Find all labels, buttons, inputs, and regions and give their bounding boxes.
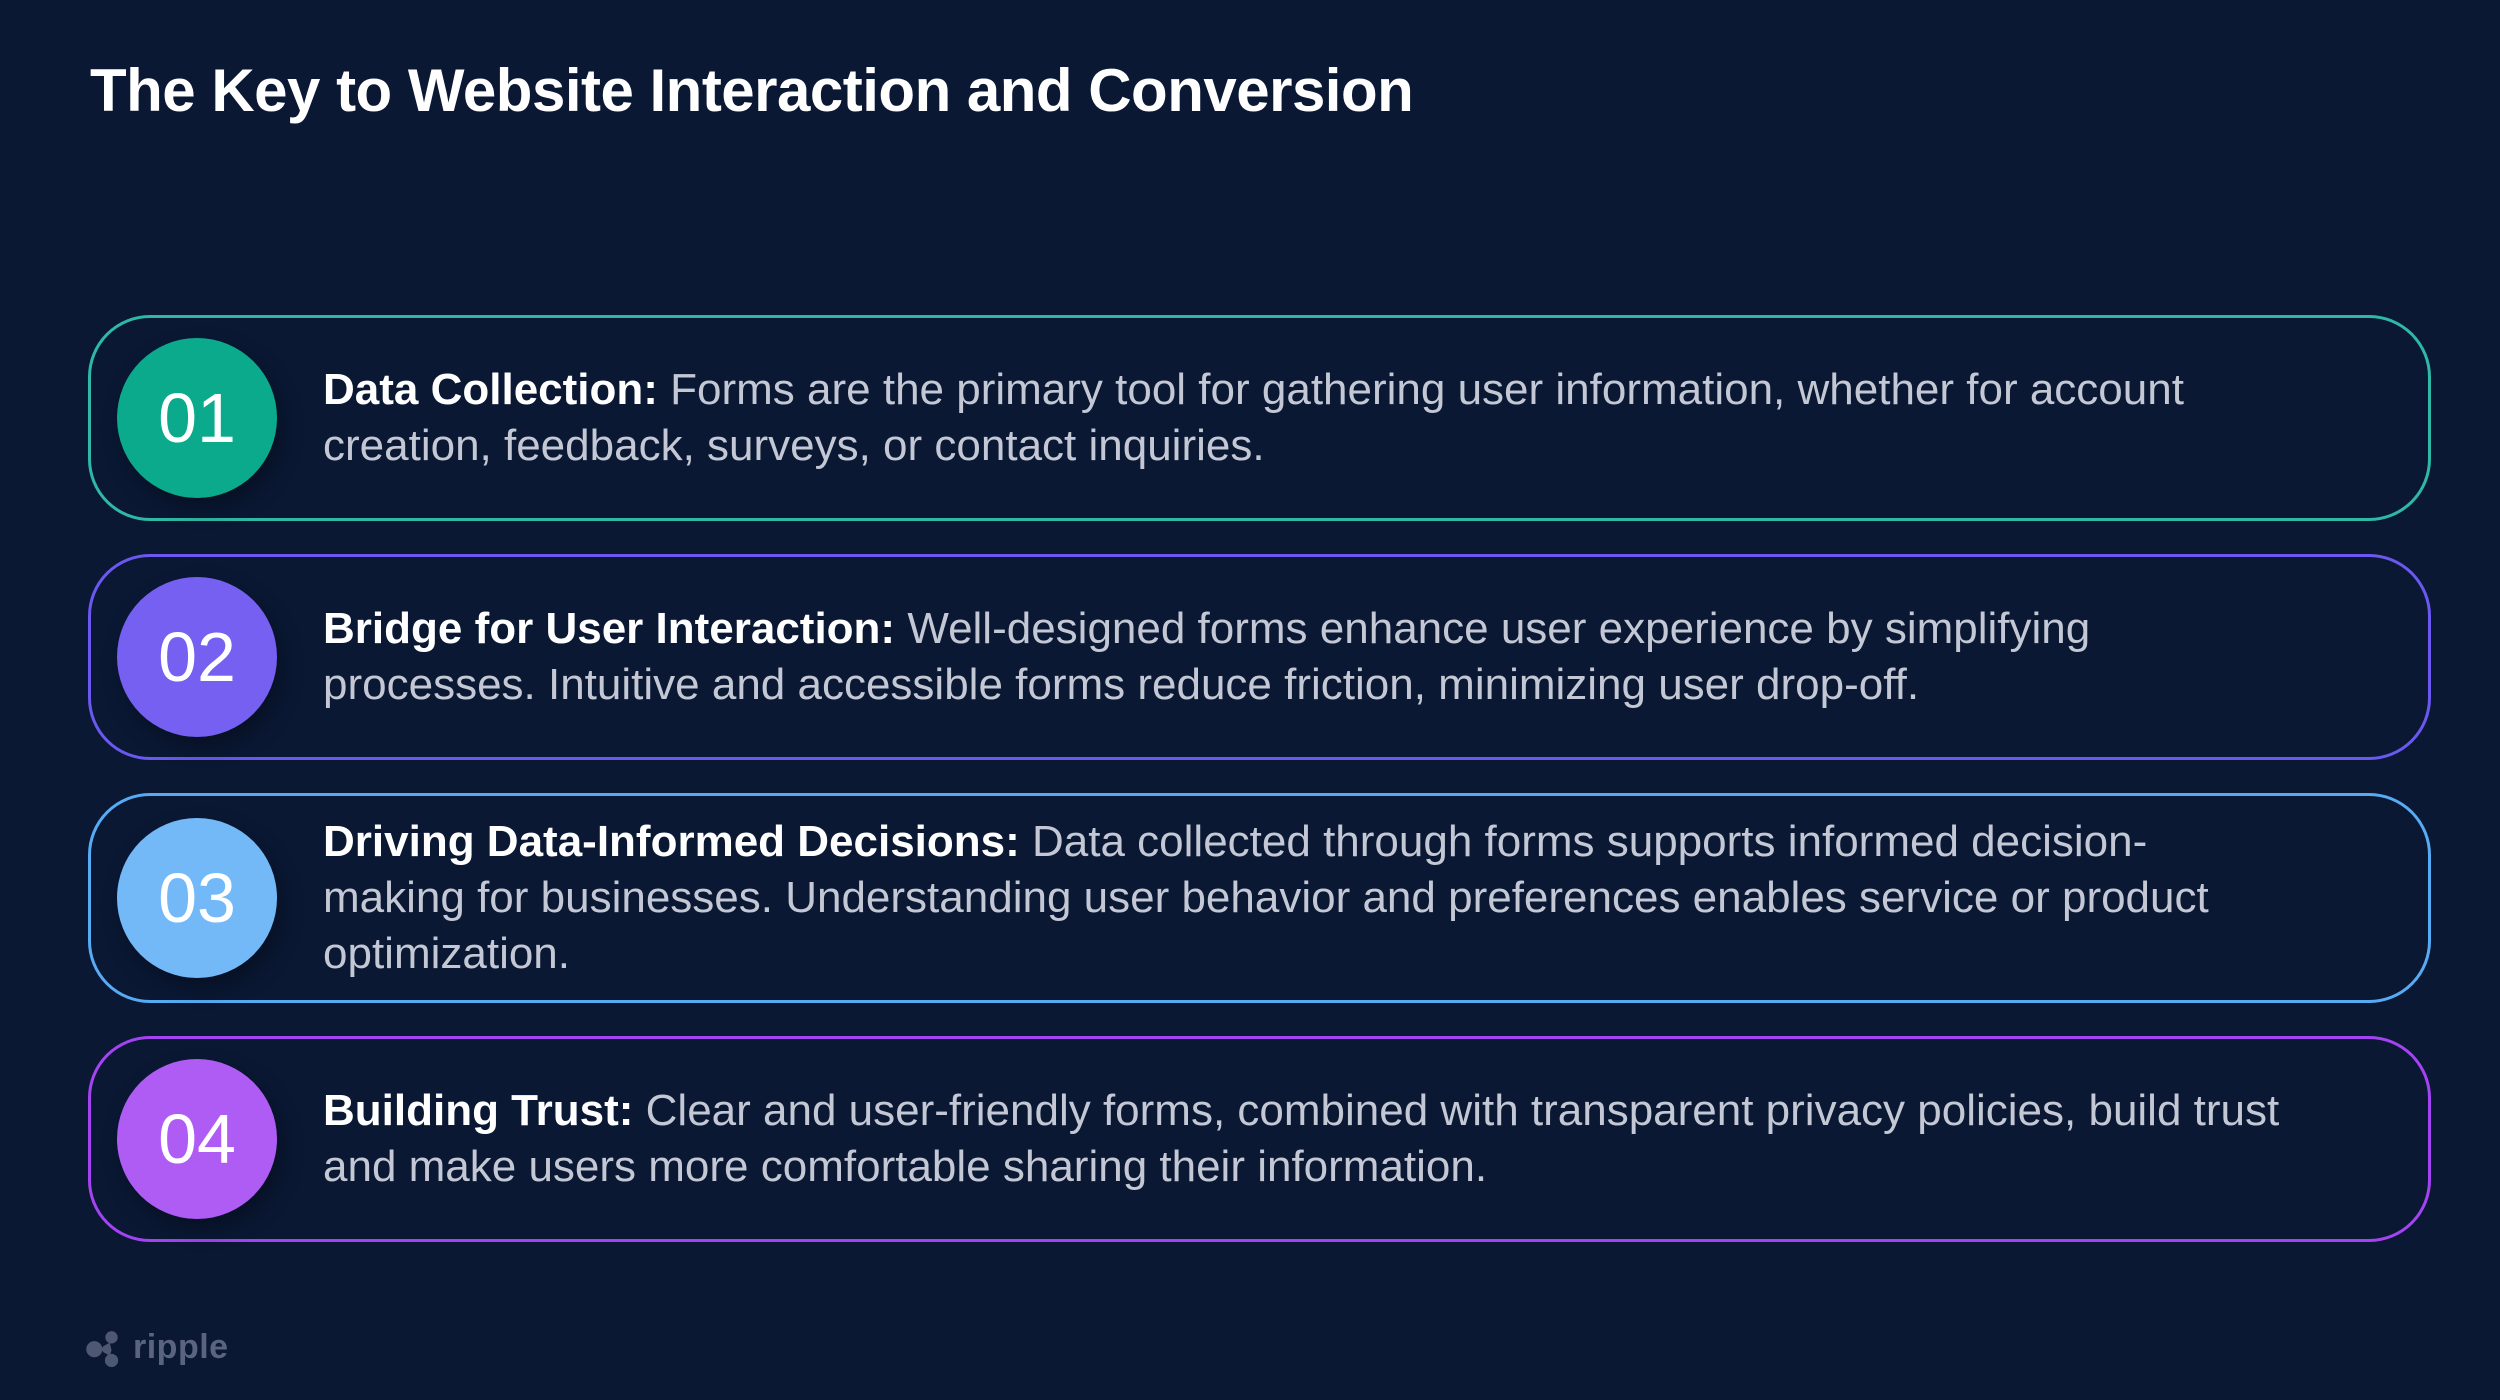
step-number-badge: 03 (117, 818, 277, 978)
step-text: Data Collection: Forms are the primary t… (323, 362, 2288, 474)
step-heading: Bridge for User Interaction: (323, 604, 896, 653)
step-number-badge: 04 (117, 1059, 277, 1219)
step-number-badge: 01 (117, 338, 277, 498)
page-title: The Key to Website Interaction and Conve… (90, 57, 1414, 124)
step-card-3: 03 Driving Data-Informed Decisions: Data… (88, 793, 2431, 1003)
step-number-badge: 02 (117, 577, 277, 737)
step-card-4: 04 Building Trust: Clear and user-friend… (88, 1036, 2431, 1242)
step-description: Well-designed forms enhance user experie… (323, 604, 2091, 709)
step-number: 04 (158, 1100, 236, 1178)
ripple-logo-icon (86, 1329, 124, 1367)
steps-list: 01 Data Collection: Forms are the primar… (88, 315, 2431, 1242)
step-text: Bridge for User Interaction: Well-design… (323, 601, 2288, 713)
step-text: Driving Data-Informed Decisions: Data co… (323, 814, 2288, 982)
step-number: 02 (158, 618, 236, 696)
step-card-2: 02 Bridge for User Interaction: Well-des… (88, 554, 2431, 760)
brand-logo: ripple (86, 1328, 229, 1367)
step-heading: Building Trust: (323, 1086, 634, 1135)
step-number: 01 (158, 379, 236, 457)
step-description: Clear and user-friendly forms, combined … (323, 1086, 2280, 1191)
step-text: Building Trust: Clear and user-friendly … (323, 1083, 2288, 1195)
step-description: Data collected through forms supports in… (323, 817, 2209, 978)
step-card-1: 01 Data Collection: Forms are the primar… (88, 315, 2431, 521)
step-description: Forms are the primary tool for gathering… (323, 365, 2184, 470)
step-number: 03 (158, 859, 236, 937)
step-heading: Data Collection: (323, 365, 658, 414)
brand-name: ripple (133, 1328, 229, 1366)
step-heading: Driving Data-Informed Decisions: (323, 817, 1020, 866)
